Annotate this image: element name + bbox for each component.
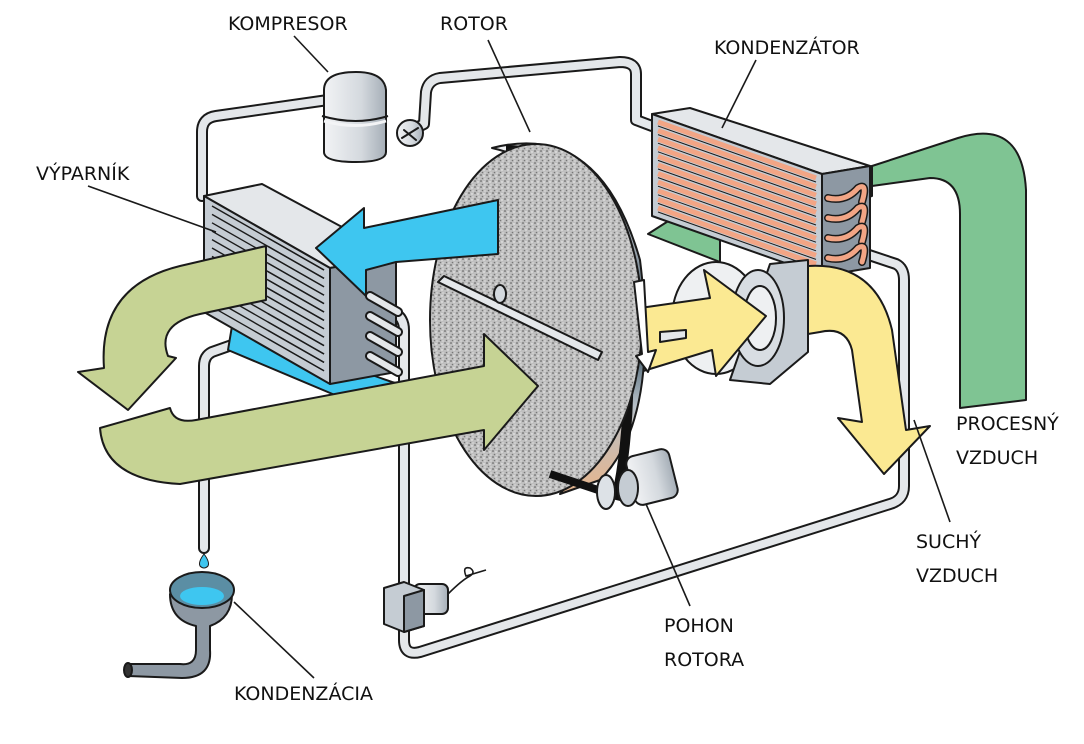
evaporator-bend bbox=[367, 333, 401, 355]
condenser-fin-edge bbox=[657, 168, 817, 226]
evaporator-fin-front bbox=[267, 321, 325, 355]
condenser-fin-edge bbox=[657, 194, 817, 252]
label-compressor: KOMPRESOR bbox=[228, 13, 348, 35]
condenser-fin bbox=[657, 162, 817, 224]
evaporator-fin-front bbox=[267, 270, 325, 305]
condenser-coil bbox=[825, 204, 867, 225]
label-dry-air-2: VZDUCH bbox=[916, 565, 998, 587]
refrigerant-piping bbox=[196, 56, 910, 659]
evaporator-fin-front bbox=[267, 254, 325, 288]
condenser-fin-edge bbox=[657, 185, 817, 243]
condenser-icon bbox=[651, 107, 871, 277]
label-rotor-drive-1: POHON bbox=[664, 615, 734, 637]
condenser-fin bbox=[657, 171, 817, 232]
condenser-fin bbox=[657, 205, 817, 267]
expansion-valve-icon bbox=[383, 566, 487, 633]
process-air-arrow bbox=[77, 245, 539, 485]
condenser-fin bbox=[657, 136, 817, 198]
condenser-coil bbox=[825, 224, 867, 245]
evaporator-bend bbox=[367, 313, 401, 335]
evaporator-fin-front bbox=[267, 279, 325, 313]
condenser-fin bbox=[657, 188, 817, 250]
evaporator-fin-front bbox=[267, 296, 325, 330]
evaporator-fin-front bbox=[267, 338, 325, 372]
dry-air-arrow bbox=[639, 264, 931, 475]
condenser-fin bbox=[657, 128, 817, 189]
label-evaporator: VÝPARNÍK bbox=[36, 162, 130, 185]
condenser-fin bbox=[657, 154, 817, 215]
evaporator-bend bbox=[367, 293, 401, 315]
evaporator-fin-front bbox=[267, 262, 325, 296]
evaporator-bend bbox=[367, 353, 401, 375]
rotor-drive-motor-icon bbox=[596, 448, 679, 510]
condenser-fin-edge bbox=[657, 177, 817, 235]
evaporator-fins bbox=[267, 237, 325, 372]
evaporator-fin-front bbox=[267, 237, 325, 271]
label-dry-air-1: SUCHÝ bbox=[916, 530, 982, 553]
condenser-fin bbox=[657, 119, 817, 181]
condenser-coil bbox=[825, 184, 867, 205]
evaporator-fin-front bbox=[267, 329, 325, 364]
condenser-fin bbox=[657, 197, 817, 258]
evaporator-fin-front bbox=[267, 245, 325, 280]
condenser-fin-edge bbox=[657, 142, 817, 200]
condenser-fin-edge bbox=[657, 211, 817, 269]
leader-lines bbox=[87, 35, 951, 679]
condenser-fin-edge bbox=[657, 202, 817, 260]
label-condensate: KONDENZÁCIA bbox=[234, 682, 373, 705]
condenser-fin bbox=[657, 179, 817, 241]
condenser-fin bbox=[657, 145, 817, 207]
condenser-fin-edge bbox=[657, 134, 817, 192]
label-rotor: ROTOR bbox=[440, 13, 508, 35]
evaporator-fin-front bbox=[267, 312, 325, 347]
label-process-air-1: PROCESNÝ bbox=[956, 412, 1059, 435]
evaporator-fin-front bbox=[267, 287, 325, 322]
compressor-icon bbox=[321, 71, 424, 163]
condensate-drain-icon bbox=[123, 553, 235, 679]
condenser-fin-edge bbox=[657, 159, 817, 217]
condenser-fin-edge bbox=[657, 151, 817, 209]
evaporator-fin-front bbox=[267, 304, 325, 338]
regeneration-air-cold-arrow bbox=[315, 199, 499, 297]
condenser-fin-edge bbox=[657, 125, 817, 183]
label-rotor-drive-2: ROTORA bbox=[664, 649, 744, 671]
label-condenser: KONDENZÁTOR bbox=[714, 36, 860, 59]
condenser-coil bbox=[825, 244, 867, 265]
label-process-air-2: VZDUCH bbox=[956, 447, 1038, 469]
